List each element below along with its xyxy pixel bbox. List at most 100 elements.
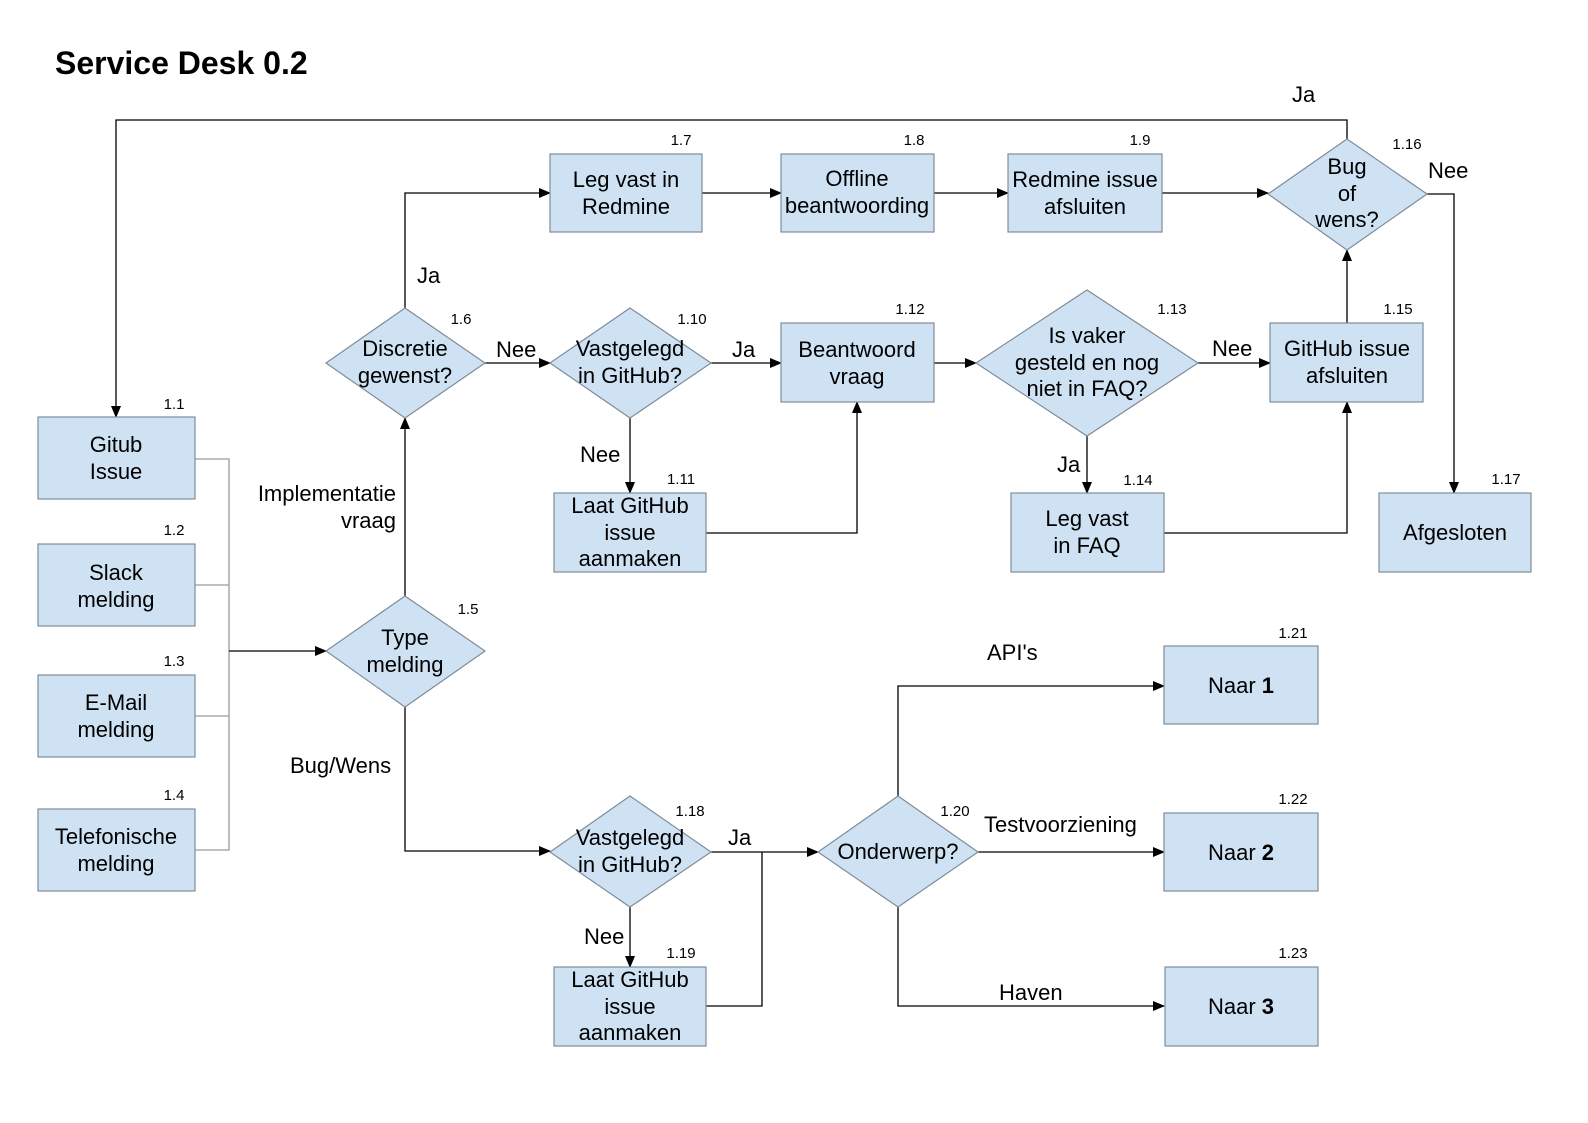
node-label: Issue — [90, 459, 143, 484]
node-label: Discretie — [362, 336, 448, 361]
node-number: 1.11 — [667, 471, 695, 488]
node-label: melding — [77, 717, 154, 742]
node-label: Naar 3 — [1208, 994, 1274, 1019]
node-number: 1.14 — [1123, 472, 1152, 489]
node-label: issue — [604, 994, 655, 1019]
node-label: Is vaker — [1048, 323, 1125, 348]
edge-label: vraag — [341, 508, 396, 533]
node-label: vraag — [829, 364, 884, 389]
edge-label: Ja — [732, 337, 756, 362]
node-label: Slack — [89, 560, 144, 585]
node-label: in GitHub? — [578, 363, 682, 388]
node-number: 1.1 — [164, 396, 185, 413]
node-number: 1.13 — [1157, 301, 1186, 318]
node-label: Afgesloten — [1403, 520, 1507, 545]
node-1-5[interactable]: 1.5 Type melding — [324, 595, 487, 708]
node-1-11[interactable]: 1.11 Laat GitHub issue aanmaken — [553, 471, 707, 573]
edge-label: Bug/Wens — [290, 753, 391, 778]
node-1-10[interactable]: 1.10 Vastgelegd in GitHub? — [548, 307, 713, 419]
node-1-6[interactable]: 1.6 Discretie gewenst? — [324, 307, 487, 419]
node-label: afsluiten — [1044, 194, 1126, 219]
node-1-19[interactable]: 1.19 Laat GitHub issue aanmaken — [553, 945, 707, 1047]
node-label: Vastgelegd — [576, 825, 684, 850]
node-1-17[interactable]: 1.17 Afgesloten — [1378, 471, 1532, 573]
node-number: 1.16 — [1392, 136, 1421, 153]
node-number: 1.21 — [1278, 625, 1307, 642]
node-label: aanmaken — [579, 546, 682, 571]
node-1-15[interactable]: 1.15 GitHub issue afsluiten — [1269, 301, 1424, 403]
node-1-9[interactable]: 1.9 Redmine issue afsluiten — [1007, 132, 1163, 233]
node-number: 1.3 — [164, 653, 185, 670]
merge-line — [195, 458, 230, 851]
edge-label: Ja — [1057, 452, 1081, 477]
node-label: gewenst? — [358, 363, 452, 388]
node-label: aanmaken — [579, 1020, 682, 1045]
node-1-1[interactable]: 1.1 Gitub Issue — [37, 396, 196, 500]
node-label: melding — [366, 652, 443, 677]
node-label: Gitub — [90, 432, 143, 457]
node-1-22[interactable]: 1.22 Naar 2 — [1163, 791, 1319, 892]
node-number: 1.23 — [1278, 945, 1307, 962]
diagram-title: Service Desk 0.2 — [55, 45, 308, 81]
node-number: 1.20 — [940, 803, 969, 820]
node-label: gesteld en nog — [1015, 350, 1159, 375]
arrow-bugwens — [404, 707, 551, 856]
node-label: Naar 2 — [1208, 840, 1274, 865]
node-label: Leg vast in — [573, 167, 679, 192]
node-1-7[interactable]: 1.7 Leg vast in Redmine — [549, 132, 703, 233]
edge-label: Ja — [417, 263, 441, 288]
node-number: 1.19 — [666, 945, 695, 962]
node-label: Bug — [1327, 154, 1366, 179]
node-1-20[interactable]: 1.20 Onderwerp? — [816, 795, 980, 908]
node-number: 1.5 — [458, 601, 479, 618]
node-label: Naar 1 — [1208, 673, 1274, 698]
node-1-13[interactable]: 1.13 Is vaker gesteld en nog niet in FAQ… — [974, 289, 1200, 437]
node-1-8[interactable]: 1.8 Offline beantwoording — [780, 132, 935, 233]
node-1-21[interactable]: 1.21 Naar 1 — [1163, 625, 1319, 725]
node-label: afsluiten — [1306, 363, 1388, 388]
node-label: Laat GitHub — [571, 493, 688, 518]
edge-labels: Ja Nee Ja Nee Ja Nee Nee Ja Implementati… — [258, 82, 1469, 1005]
node-label: Type — [381, 625, 429, 650]
node-1-16[interactable]: 1.16 Bug of wens? — [1266, 136, 1429, 251]
node-label: Redmine issue — [1012, 167, 1158, 192]
arrow-legvastfaq-afsluiten — [1164, 401, 1352, 534]
node-number: 1.8 — [904, 132, 925, 149]
node-label: Onderwerp? — [837, 839, 958, 864]
line-laatgithub-join — [706, 852, 763, 1007]
node-label: beantwoording — [785, 193, 929, 218]
edge-label: Haven — [999, 980, 1063, 1005]
edge-label: Nee — [580, 442, 620, 467]
node-label: melding — [77, 587, 154, 612]
node-number: 1.7 — [671, 132, 692, 149]
node-label: Leg vast — [1045, 506, 1128, 531]
node-1-4[interactable]: 1.4 Telefonische melding — [37, 787, 196, 892]
node-number: 1.9 — [1130, 132, 1151, 149]
node-number: 1.18 — [675, 803, 704, 820]
node-number: 1.15 — [1383, 301, 1412, 318]
node-1-18[interactable]: 1.18 Vastgelegd in GitHub? — [548, 795, 713, 908]
arrow-discretie-ja — [404, 188, 551, 308]
node-1-3[interactable]: 1.3 E-Mail melding — [37, 653, 196, 758]
node-1-2[interactable]: 1.2 Slack melding — [37, 522, 196, 627]
node-label: in GitHub? — [578, 852, 682, 877]
node-label: Beantwoord — [798, 337, 915, 362]
node-label: GitHub issue — [1284, 336, 1410, 361]
node-label: Vastgelegd — [576, 336, 684, 361]
node-number: 1.2 — [164, 522, 185, 539]
edge-label: Implementatie — [258, 481, 396, 506]
edge-label: Nee — [1212, 336, 1252, 361]
node-1-14[interactable]: 1.14 Leg vast in FAQ — [1010, 472, 1165, 573]
edge-label: Nee — [496, 337, 536, 362]
node-number: 1.10 — [677, 311, 706, 328]
arrow-laatgithub-beantwoord — [706, 401, 862, 534]
edge-label: Testvoorziening — [984, 812, 1137, 837]
node-label: Telefonische — [55, 824, 177, 849]
node-label: in FAQ — [1053, 533, 1120, 558]
node-label: niet in FAQ? — [1026, 376, 1147, 401]
node-1-12[interactable]: 1.12 Beantwoord vraag — [780, 301, 935, 403]
edge-label: Nee — [1428, 158, 1468, 183]
node-1-23[interactable]: 1.23 Naar 3 — [1164, 945, 1319, 1047]
